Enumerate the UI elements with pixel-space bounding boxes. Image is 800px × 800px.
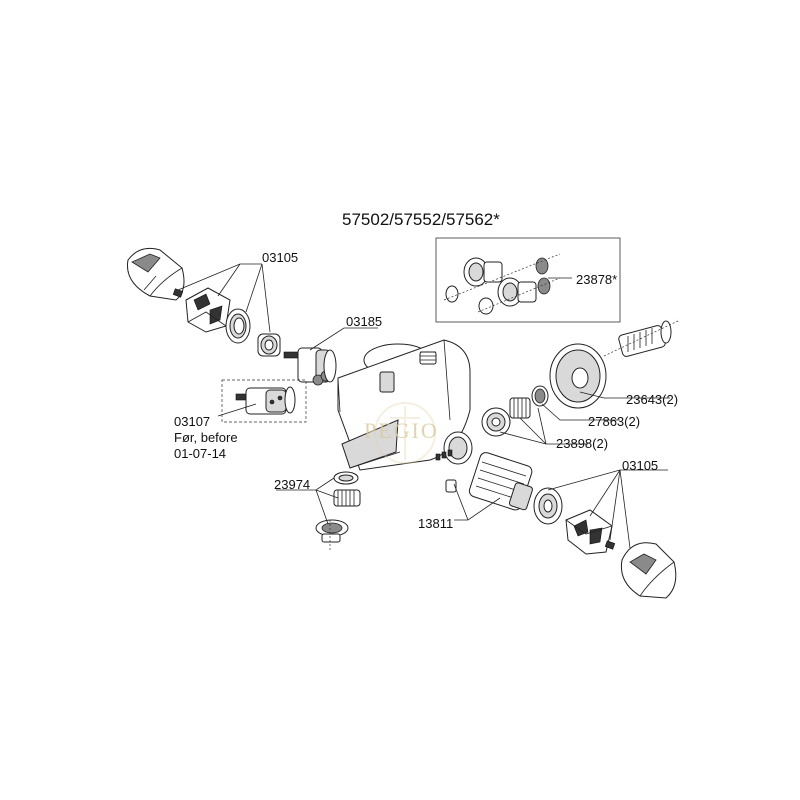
leader-27863 (541, 403, 620, 421)
rosette-23643 (549, 343, 607, 409)
cartridge-03185 (283, 347, 337, 386)
aerator-23974 (315, 471, 361, 552)
right-ring (533, 487, 563, 525)
connector-23898 (481, 397, 531, 437)
left-nut (257, 333, 281, 357)
label-23643: 23643(2) (626, 392, 679, 407)
label-03105-bottom: 03105 (622, 458, 659, 473)
body-pins (435, 449, 457, 493)
leader-03105-top (177, 263, 271, 333)
label-03107-note-2: 01-07-14 (174, 446, 227, 461)
label-23878: 23878* (576, 272, 618, 287)
label-13811: 13811 (418, 516, 454, 531)
label-03107-note-1: Før, before (174, 430, 238, 445)
label-03185: 03185 (346, 314, 383, 329)
leader-03105-bottom (547, 469, 668, 549)
label-23974: 23974 (274, 477, 311, 492)
leader-13811 (453, 483, 501, 521)
label-03107: 03107 Før, before 01-07-14 (174, 414, 238, 462)
label-03105-top: 03105 (262, 250, 299, 265)
label-03107-code: 03107 (174, 414, 211, 429)
watermark-logo (374, 402, 436, 464)
inset-box-23878 (435, 237, 621, 323)
right-handle-adapter (565, 509, 613, 555)
left-ring (225, 308, 251, 344)
filter-27863 (531, 385, 549, 407)
leader-23643 (579, 391, 670, 399)
leader-03107 (217, 403, 257, 417)
leader-23974 (276, 477, 339, 525)
right-handle-cap (620, 542, 677, 599)
label-23898: 23898(2) (556, 436, 609, 451)
right-screw (604, 540, 616, 550)
cartridge-03107 (235, 386, 296, 415)
left-handle-cap (126, 247, 185, 301)
leader-03185 (309, 327, 378, 351)
thermostat-cartridge-13811 (468, 452, 533, 511)
left-handle-adapter (185, 287, 231, 333)
leader-23898 (499, 407, 588, 445)
diagram-title: 57502/57552/57562* (342, 210, 500, 229)
left-screw (172, 288, 184, 298)
box-03107 (221, 379, 307, 423)
label-27863: 27863(2) (588, 414, 641, 429)
mixer-body (337, 339, 473, 471)
watermark-text: PEGIO (364, 418, 439, 443)
nipple-23643 (603, 319, 681, 357)
